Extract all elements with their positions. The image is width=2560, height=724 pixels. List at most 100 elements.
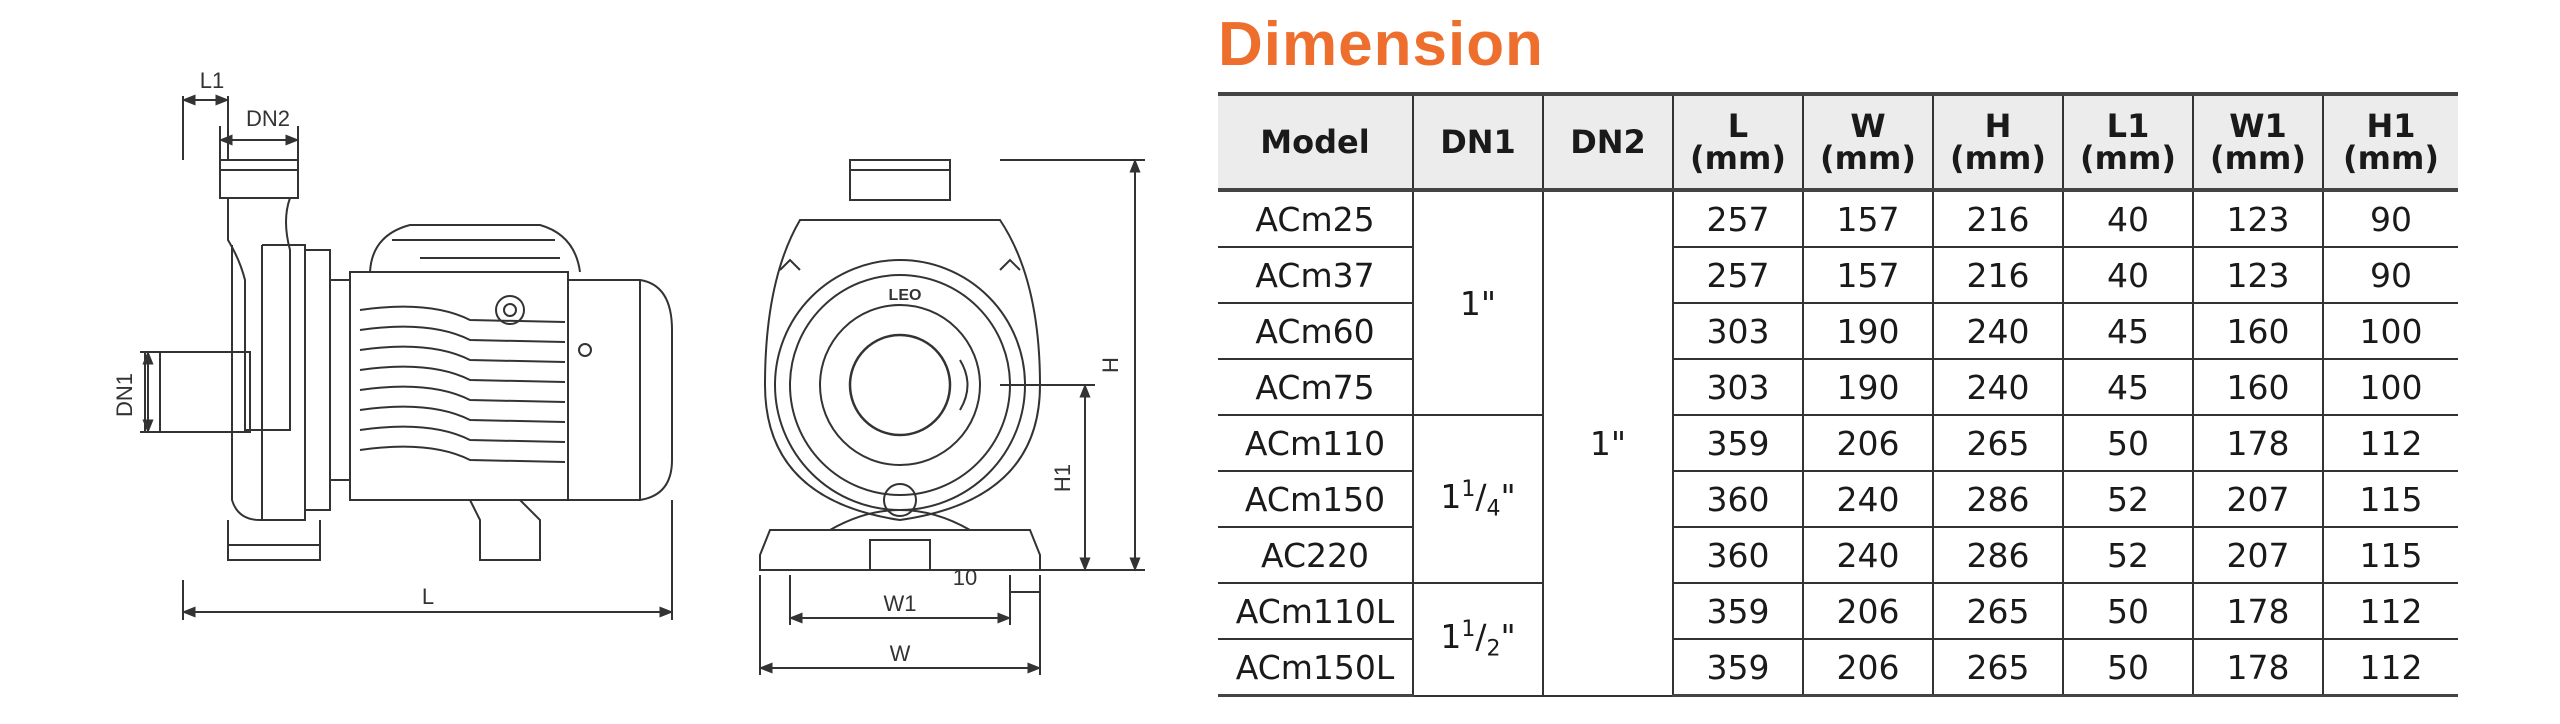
dn1-unit: " [1500,476,1516,516]
dn1-fraction-slash: / [1475,476,1487,516]
label-w1: W1 [884,591,917,616]
cell-h: 286 [1932,527,2064,584]
section-title: Dimension [1218,10,1544,79]
column-header-l1: L1(mm) [2062,92,2194,192]
dn1-whole: 1 [1440,616,1462,656]
column-header-label: H1 [2366,107,2416,145]
cell-model: ACm150L [1218,639,1414,697]
cell-h1: 115 [2322,471,2458,528]
cell-h: 240 [1932,303,2064,360]
column-header-unit: (mm) [2080,139,2176,177]
column-header-label: L1 [2106,107,2150,145]
cell-l: 359 [1672,639,1804,697]
cell-h1: 112 [2322,639,2458,697]
cell-h1: 90 [2322,190,2458,248]
column-header-unit: (mm) [2343,139,2439,177]
cell-h: 286 [1932,471,2064,528]
cell-w1: 160 [2192,359,2324,416]
label-dn2: DN2 [246,106,290,131]
cell-l: 257 [1672,190,1804,248]
cell-l: 303 [1672,359,1804,416]
dn1-fraction-numerator: 1 [1461,476,1476,502]
cell-l1: 52 [2062,527,2194,584]
cell-h: 265 [1932,415,2064,472]
front-logo-text: LEO [889,287,922,304]
cell-l: 360 [1672,527,1804,584]
cell-w1: 160 [2192,303,2324,360]
cell-w: 157 [1802,190,1934,248]
cell-h1: 90 [2322,247,2458,304]
dn1-unit: " [1480,283,1497,323]
cell-w1: 178 [2192,639,2324,697]
cell-l1: 40 [2062,190,2194,248]
dn1-whole: 1 [1459,283,1481,323]
column-header-label: W [1850,107,1886,145]
cell-l: 359 [1672,583,1804,640]
cell-w1: 207 [2192,527,2324,584]
cell-w: 240 [1802,527,1934,584]
column-header-l: L(mm) [1672,92,1804,192]
cell-w1: 123 [2192,190,2324,248]
cell-l1: 50 [2062,639,2194,697]
pump-front-view [759,159,1042,571]
column-header-label: Model [1260,123,1370,161]
cell-w: 206 [1802,639,1934,697]
dn1-fraction-numerator: 1 [1461,616,1476,642]
cell-w1: 123 [2192,247,2324,304]
cell-w: 190 [1802,359,1934,416]
cell-w1: 207 [2192,471,2324,528]
cell-h: 240 [1932,359,2064,416]
cell-l1: 45 [2062,359,2194,416]
pump-dimension-drawings: L1 DN2 DN1 L LEO H H1 10 W1 [112,68,1145,675]
cell-h: 216 [1932,190,2064,248]
cell-l1: 50 [2062,415,2194,472]
column-header-w1: W1(mm) [2192,92,2324,192]
column-header-dn2: DN2 [1542,92,1674,192]
column-header-unit: (mm) [1820,139,1916,177]
cell-w: 206 [1802,415,1934,472]
cell-h: 265 [1932,583,2064,640]
cell-model: ACm110L [1218,583,1414,640]
cell-w1: 178 [2192,415,2324,472]
column-header-label: H [1984,107,2012,145]
column-header-h: H(mm) [1932,92,2064,192]
cell-l1: 50 [2062,583,2194,640]
cell-h: 216 [1932,247,2064,304]
column-header-label: DN2 [1570,123,1646,161]
label-h1: H1 [1050,464,1075,492]
label-h: H [1098,357,1123,373]
column-header-label: L [1727,107,1749,145]
cell-h1: 100 [2322,359,2458,416]
label-10: 10 [953,565,977,590]
cell-model: ACm75 [1218,359,1414,416]
cell-model: ACm25 [1218,190,1414,248]
column-header-w: W(mm) [1802,92,1934,192]
cell-w1: 178 [2192,583,2324,640]
column-header-unit: (mm) [1950,139,2046,177]
cell-model: ACm60 [1218,303,1414,360]
column-header-unit: (mm) [1690,139,1786,177]
pump-side-view [144,159,673,561]
column-header-label: W1 [2229,107,2287,145]
cell-h1: 112 [2322,583,2458,640]
cell-model: ACm110 [1218,415,1414,472]
cell-w: 157 [1802,247,1934,304]
cell-model: AC220 [1218,527,1414,584]
cell-h: 265 [1932,639,2064,697]
cell-model: ACm150 [1218,471,1414,528]
label-l1: L1 [200,68,224,93]
dn1-fraction-slash: / [1475,616,1487,656]
dn1-fraction-denominator: 2 [1486,636,1501,662]
label-w: W [890,641,911,666]
